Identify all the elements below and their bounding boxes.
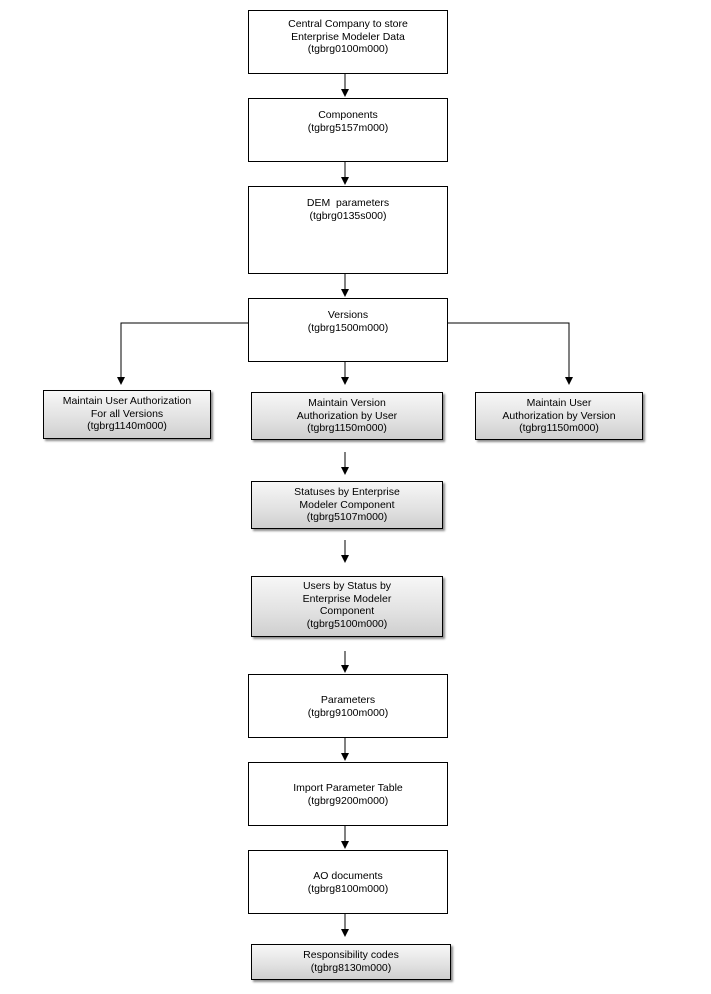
node-line: Central Company to store [288,18,408,30]
node-line: Components [318,109,378,121]
node-user-auth-all-versions-label: Maintain User Authorization For all Vers… [63,391,191,433]
node-line: Responsibility codes [303,949,399,961]
node-central-company-label: Central Company to store Enterprise Mode… [288,11,408,56]
node-line: For all Versions [90,407,164,420]
node-dem-parameters: DEM parameters (tgbrg0135s000) [248,186,448,274]
node-line: Authorization by User [296,409,398,422]
node-line: (tgbrg9100m000) [307,706,389,719]
node-line: (tgbrg0100m000) [307,43,389,55]
node-versions-label: Versions (tgbrg1500m000) [308,299,389,334]
node-line: (tgbrg0135s000) [309,209,387,222]
node-central-company: Central Company to store Enterprise Mode… [248,10,448,74]
node-version-auth-by-user: Maintain Version Authorization by User (… [251,392,443,440]
node-line: Enterprise Modeler [302,592,392,605]
node-line: Versions [327,309,369,321]
node-line: Import Parameter Table [293,782,403,794]
node-responsibility-codes: Responsibility codes (tgbrg8130m000) [251,944,451,980]
node-line: (tgbrg5100m000) [306,617,388,630]
node-version-auth-by-user-label: Maintain Version Authorization by User (… [297,393,397,435]
node-line: (tgbrg1150m000) [307,422,387,434]
node-parameters-label: Parameters (tgbrg9100m000) [308,675,389,719]
node-dem-parameters-label: DEM parameters (tgbrg0135s000) [307,187,389,222]
node-user-auth-by-version-label: Maintain User Authorization by Version (… [502,393,615,435]
node-line: DEM parameters [306,197,390,209]
node-line: (tgbrg1500m000) [307,321,389,334]
node-versions: Versions (tgbrg1500m000) [248,298,448,362]
node-line: (tgbrg5157m000) [307,121,389,134]
node-users-by-status-label: Users by Status by Enterprise Modeler Co… [303,577,392,630]
arrow-versions-to-user-auth-by-version [447,322,573,385]
node-line: Component [319,605,375,617]
node-line: Maintain User [526,397,592,409]
node-ao-documents-label: AO documents (tgbrg8100m000) [308,851,389,895]
node-statuses: Statuses by Enterprise Modeler Component… [251,481,443,529]
node-import-parameter-table: Import Parameter Table (tgbrg9200m000) [248,762,448,826]
node-import-parameter-table-label: Import Parameter Table (tgbrg9200m000) [293,763,403,807]
node-components-label: Components (tgbrg5157m000) [308,99,389,134]
node-user-auth-by-version: Maintain User Authorization by Version (… [475,392,643,440]
node-line: Maintain Version [308,397,386,409]
node-line: Users by Status by [302,580,392,592]
node-responsibility-codes-label: Responsibility codes (tgbrg8130m000) [303,945,399,974]
node-user-auth-all-versions: Maintain User Authorization For all Vers… [43,390,211,439]
node-ao-documents: AO documents (tgbrg8100m000) [248,850,448,914]
node-line: (tgbrg9200m000) [307,794,389,807]
node-line: AO documents [313,870,383,882]
node-line: Enterprise Modeler Data [291,30,405,43]
node-line: Parameters [320,694,376,706]
node-line: (tgbrg1140m000) [87,420,167,432]
node-line: Statuses by Enterprise [294,486,400,498]
arrow-versions-to-user-auth-all [117,322,249,385]
node-line: Maintain User Authorization [62,395,192,407]
node-line: (tgbrg8130m000) [310,961,392,974]
node-line: (tgbrg1150m000) [519,422,599,434]
node-users-by-status: Users by Status by Enterprise Modeler Co… [251,576,443,637]
node-statuses-label: Statuses by Enterprise Modeler Component… [294,482,400,524]
node-parameters: Parameters (tgbrg9100m000) [248,674,448,738]
node-line: (tgbrg5107m000) [306,511,388,523]
node-line: (tgbrg8100m000) [307,882,389,895]
node-components: Components (tgbrg5157m000) [248,98,448,162]
node-line: Modeler Component [299,498,395,511]
node-line: Authorization by Version [502,409,616,422]
